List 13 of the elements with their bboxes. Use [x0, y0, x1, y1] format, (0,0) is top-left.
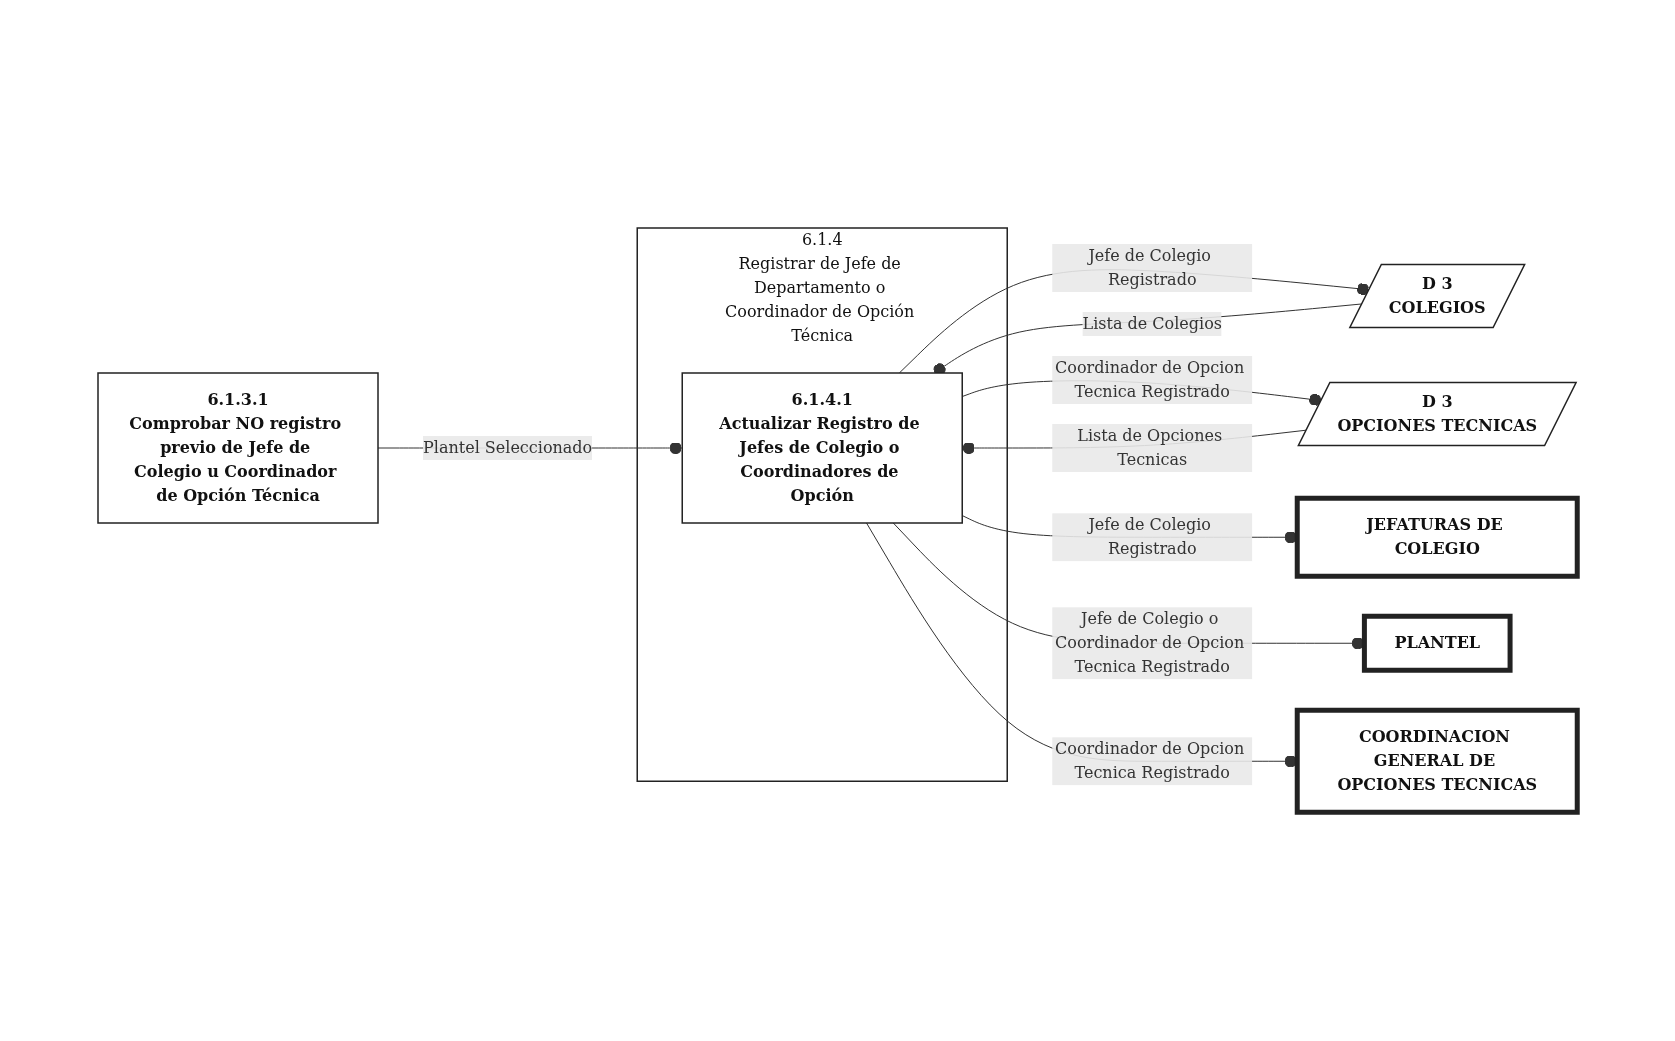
node-box: JEFATURAS DE COLEGIO	[1294, 496, 1580, 580]
node-box: 6.1.4.1 Actualizar Registro de Jefes de Colegio o Coordinadores de Opción	[681, 372, 963, 525]
edge-label: Coordinador de Opcion Tecnica Registrado	[1054, 739, 1245, 783]
edge-label: Jefe de Colegio Registrado	[1088, 246, 1211, 290]
edge-label: Lista de Opciones Tecnicas	[1077, 426, 1222, 470]
edge-label: Plantel Seleccionado	[422, 438, 593, 458]
node-box: PLANTEL	[1361, 614, 1513, 674]
node-box: COORDINACION GENERAL DE OPCIONES TECNICAS	[1294, 708, 1580, 816]
edge-label: Lista de Colegios	[1082, 314, 1222, 334]
edge-label: Jefe de Colegio o Coordinador de Opcion Tecnica Registrado	[1054, 609, 1245, 677]
edge-label: Coordinador de Opcion Tecnica Registrado	[1054, 358, 1245, 402]
node-box: 6.1.3.1 Comprobar NO registro previo de Jefe de Colegio u Coordinador de Opción Técnica	[97, 372, 379, 525]
edge-label: Jefe de Colegio Registrado	[1088, 515, 1211, 559]
